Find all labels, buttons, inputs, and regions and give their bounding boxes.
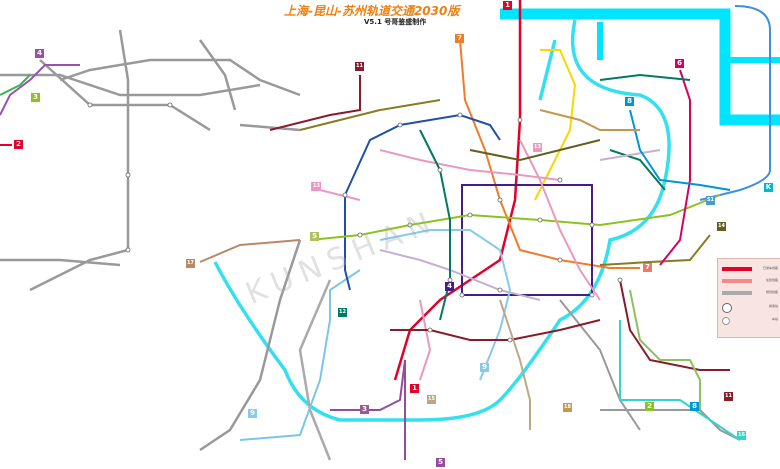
line-badge-7-north[interactable]: 7 xyxy=(455,34,464,43)
line-badge-s1[interactable]: S1 xyxy=(706,196,715,205)
line-darkred xyxy=(269,75,730,371)
line-lightgreen-se xyxy=(629,289,701,410)
map-title: 上海-昆山-苏州轨道交通2030版 xyxy=(284,4,460,18)
legend-swatch-planned xyxy=(722,291,752,295)
legend-label-planned: 规划线路 xyxy=(765,290,778,294)
legend-label-construction: 在建线路 xyxy=(765,278,778,282)
line9-lightblue xyxy=(379,229,512,381)
line-badge-4-nw[interactable]: 4 xyxy=(35,49,44,58)
line8-skyblue xyxy=(629,109,731,191)
gray-lines xyxy=(0,29,301,292)
line-badge-7-south[interactable]: 7 xyxy=(643,263,652,272)
line3-yellow xyxy=(534,49,577,201)
line-badge-11-se[interactable]: 11 xyxy=(724,392,733,401)
legend-swatch-construction xyxy=(722,279,752,283)
line-badge-1-south[interactable]: 1 xyxy=(410,384,419,393)
line-badge-9-center[interactable]: 9 xyxy=(480,363,489,372)
gray-lines-sw xyxy=(199,239,302,452)
line2-green xyxy=(309,194,721,241)
line5-purple xyxy=(0,64,80,116)
line11-darkred xyxy=(390,319,601,341)
line12-green xyxy=(419,129,451,321)
line1-red xyxy=(393,0,522,381)
line-badge-8-ne[interactable]: 8 xyxy=(625,97,634,106)
legend-label-interchange: 换乘站 xyxy=(768,304,778,308)
line16-cyan-se xyxy=(619,320,741,441)
line-lightgreen xyxy=(0,74,31,96)
line-badge-17[interactable]: 17 xyxy=(186,259,195,268)
line-badge-16[interactable]: 16 xyxy=(737,431,746,440)
line17-brown xyxy=(199,239,301,263)
line14-olive xyxy=(469,139,601,162)
line-badge-k[interactable]: K xyxy=(764,183,773,192)
blue-outer-line xyxy=(699,5,771,201)
line-badge-3-west[interactable]: 3 xyxy=(31,93,40,102)
legend-swatch-open xyxy=(722,267,752,271)
line-badge-12[interactable]: 12 xyxy=(338,308,347,317)
station-markers xyxy=(87,102,623,343)
line-badge-13[interactable]: 13 xyxy=(533,143,542,152)
legend-swatch-interchange xyxy=(722,303,732,313)
line-darkblue xyxy=(344,113,501,291)
line-badge-5-west[interactable]: 5 xyxy=(310,232,319,241)
line-badge-9-sw[interactable]: 9 xyxy=(248,409,257,418)
cyan-loop-line xyxy=(500,8,780,126)
legend-label-open: 已通车线路 xyxy=(762,266,778,270)
line4-purple-loop xyxy=(461,184,593,296)
legend-swatch-station xyxy=(722,317,730,325)
line-badge-5-south[interactable]: 5 xyxy=(436,458,445,467)
lightblue-line-sw xyxy=(239,269,361,441)
line-badge-13-nw[interactable]: 13 xyxy=(312,182,321,191)
line-badge-4-center[interactable]: 4 xyxy=(445,282,454,291)
line-badge-8-se[interactable]: 8 xyxy=(690,402,699,411)
gray-lines-s xyxy=(298,279,332,461)
line-badge-1-top[interactable]: 1 xyxy=(503,1,512,10)
line-badge-3-sw[interactable]: 3 xyxy=(360,405,369,414)
line18-gold xyxy=(539,109,640,131)
map-legend: 已通车线路 在建线路 规划线路 换乘站 车站 xyxy=(717,258,780,338)
line7-orange xyxy=(459,39,640,269)
line-badge-14[interactable]: 14 xyxy=(717,222,726,231)
line-badge-2-west[interactable]: 2 xyxy=(14,140,23,149)
line-badge-6-ne[interactable]: 6 xyxy=(675,59,684,68)
line6-magenta xyxy=(659,69,691,266)
cyan-loop-line-2 xyxy=(597,22,780,63)
line-badge-11-north[interactable]: 11 xyxy=(355,62,364,71)
line-badge-15[interactable]: 15 xyxy=(427,395,436,404)
line13-pink xyxy=(519,139,601,301)
legend-label-station: 车站 xyxy=(771,317,778,321)
line-badge-2-se[interactable]: 2 xyxy=(645,402,654,411)
map-subtitle: V5.1 号哥鉴盛制作 xyxy=(364,18,427,26)
line-pink xyxy=(319,149,561,381)
line-teal xyxy=(599,73,691,191)
line-olive xyxy=(299,99,711,266)
line-badge-18[interactable]: 18 xyxy=(563,403,572,412)
line15-tan xyxy=(499,299,531,430)
